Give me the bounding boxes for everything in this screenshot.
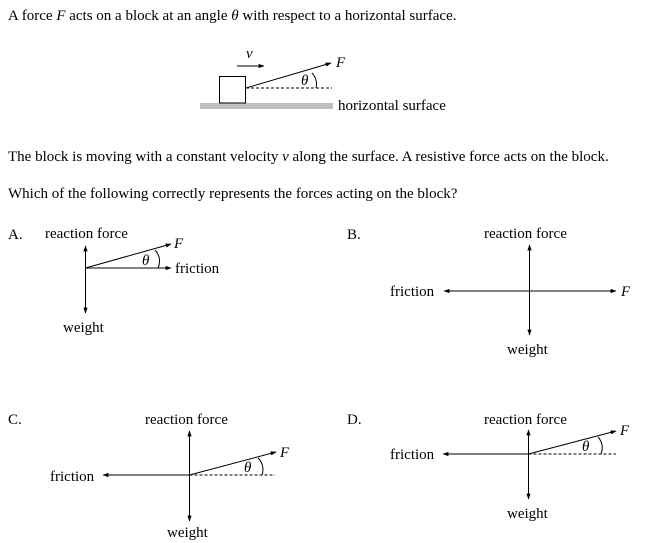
option-c-force-arrow <box>189 451 277 476</box>
option-a-force-label: F <box>173 236 184 252</box>
intro-var-F: F <box>56 8 66 24</box>
option-d-force-arrow <box>528 430 617 455</box>
option-d[interactable]: D. reaction force θ F friction weight <box>347 412 630 522</box>
option-b[interactable]: B. reaction force friction F weight <box>347 226 631 358</box>
force-label: F <box>335 55 346 71</box>
intro-text: A force F acts on a block at an angle θ … <box>8 9 456 24</box>
option-a-theta-label: θ <box>142 253 150 269</box>
force-arrow <box>245 62 332 89</box>
intro-mid: acts on a block at an angle <box>65 8 232 24</box>
angle-arc <box>311 72 317 89</box>
option-c-theta-label: θ <box>244 460 252 476</box>
option-d-weight-label: weight <box>507 506 549 522</box>
option-b-letter: B. <box>347 227 361 243</box>
option-d-letter: D. <box>347 412 362 428</box>
option-a-weight-label: weight <box>63 320 105 336</box>
option-c-reaction-label: reaction force <box>145 412 228 428</box>
option-d-force-label: F <box>619 423 630 439</box>
option-b-force-label: F <box>620 284 631 300</box>
option-c-angle-arc <box>257 457 264 476</box>
option-c[interactable]: C. reaction force θ F friction weight <box>8 412 290 541</box>
block <box>219 76 246 104</box>
option-b-reaction-label: reaction force <box>484 226 567 242</box>
option-a-letter: A. <box>8 227 23 243</box>
block-figure: v θ F horizontal surface <box>200 46 446 114</box>
option-b-friction-label: friction <box>390 284 435 300</box>
option-b-weight-label: weight <box>507 342 549 358</box>
surface-bar <box>200 103 333 109</box>
option-c-weight-label: weight <box>167 525 209 541</box>
surface-label: horizontal surface <box>338 98 446 114</box>
intro-post: with respect to a horizontal surface. <box>238 8 457 24</box>
intro-var-theta: θ <box>231 8 239 24</box>
intro-pre: A force <box>8 8 57 24</box>
option-d-theta-label: θ <box>582 439 590 455</box>
statement-text: The block is moving with a constant velo… <box>8 150 609 165</box>
option-d-reaction-label: reaction force <box>484 412 567 428</box>
velocity-label: v <box>246 46 253 62</box>
option-a-friction-label: friction <box>175 261 220 277</box>
option-c-friction-label: friction <box>50 469 95 485</box>
option-a-angle-arc <box>154 249 161 269</box>
theta-label: θ <box>301 73 309 89</box>
statement-var-v: v <box>282 149 289 165</box>
option-d-friction-label: friction <box>390 447 435 463</box>
statement-pre: The block is moving with a constant velo… <box>8 149 283 165</box>
prompt-text: Which of the following correctly represe… <box>8 186 458 202</box>
option-a[interactable]: A. reaction force θ F friction weight <box>8 226 220 336</box>
option-a-reaction-label: reaction force <box>45 226 128 242</box>
option-d-angle-arc <box>597 436 603 455</box>
option-c-letter: C. <box>8 412 22 428</box>
statement-post: along the surface. A resistive force act… <box>288 149 609 165</box>
option-c-force-label: F <box>279 445 290 461</box>
option-a-force-arrow <box>85 243 172 269</box>
